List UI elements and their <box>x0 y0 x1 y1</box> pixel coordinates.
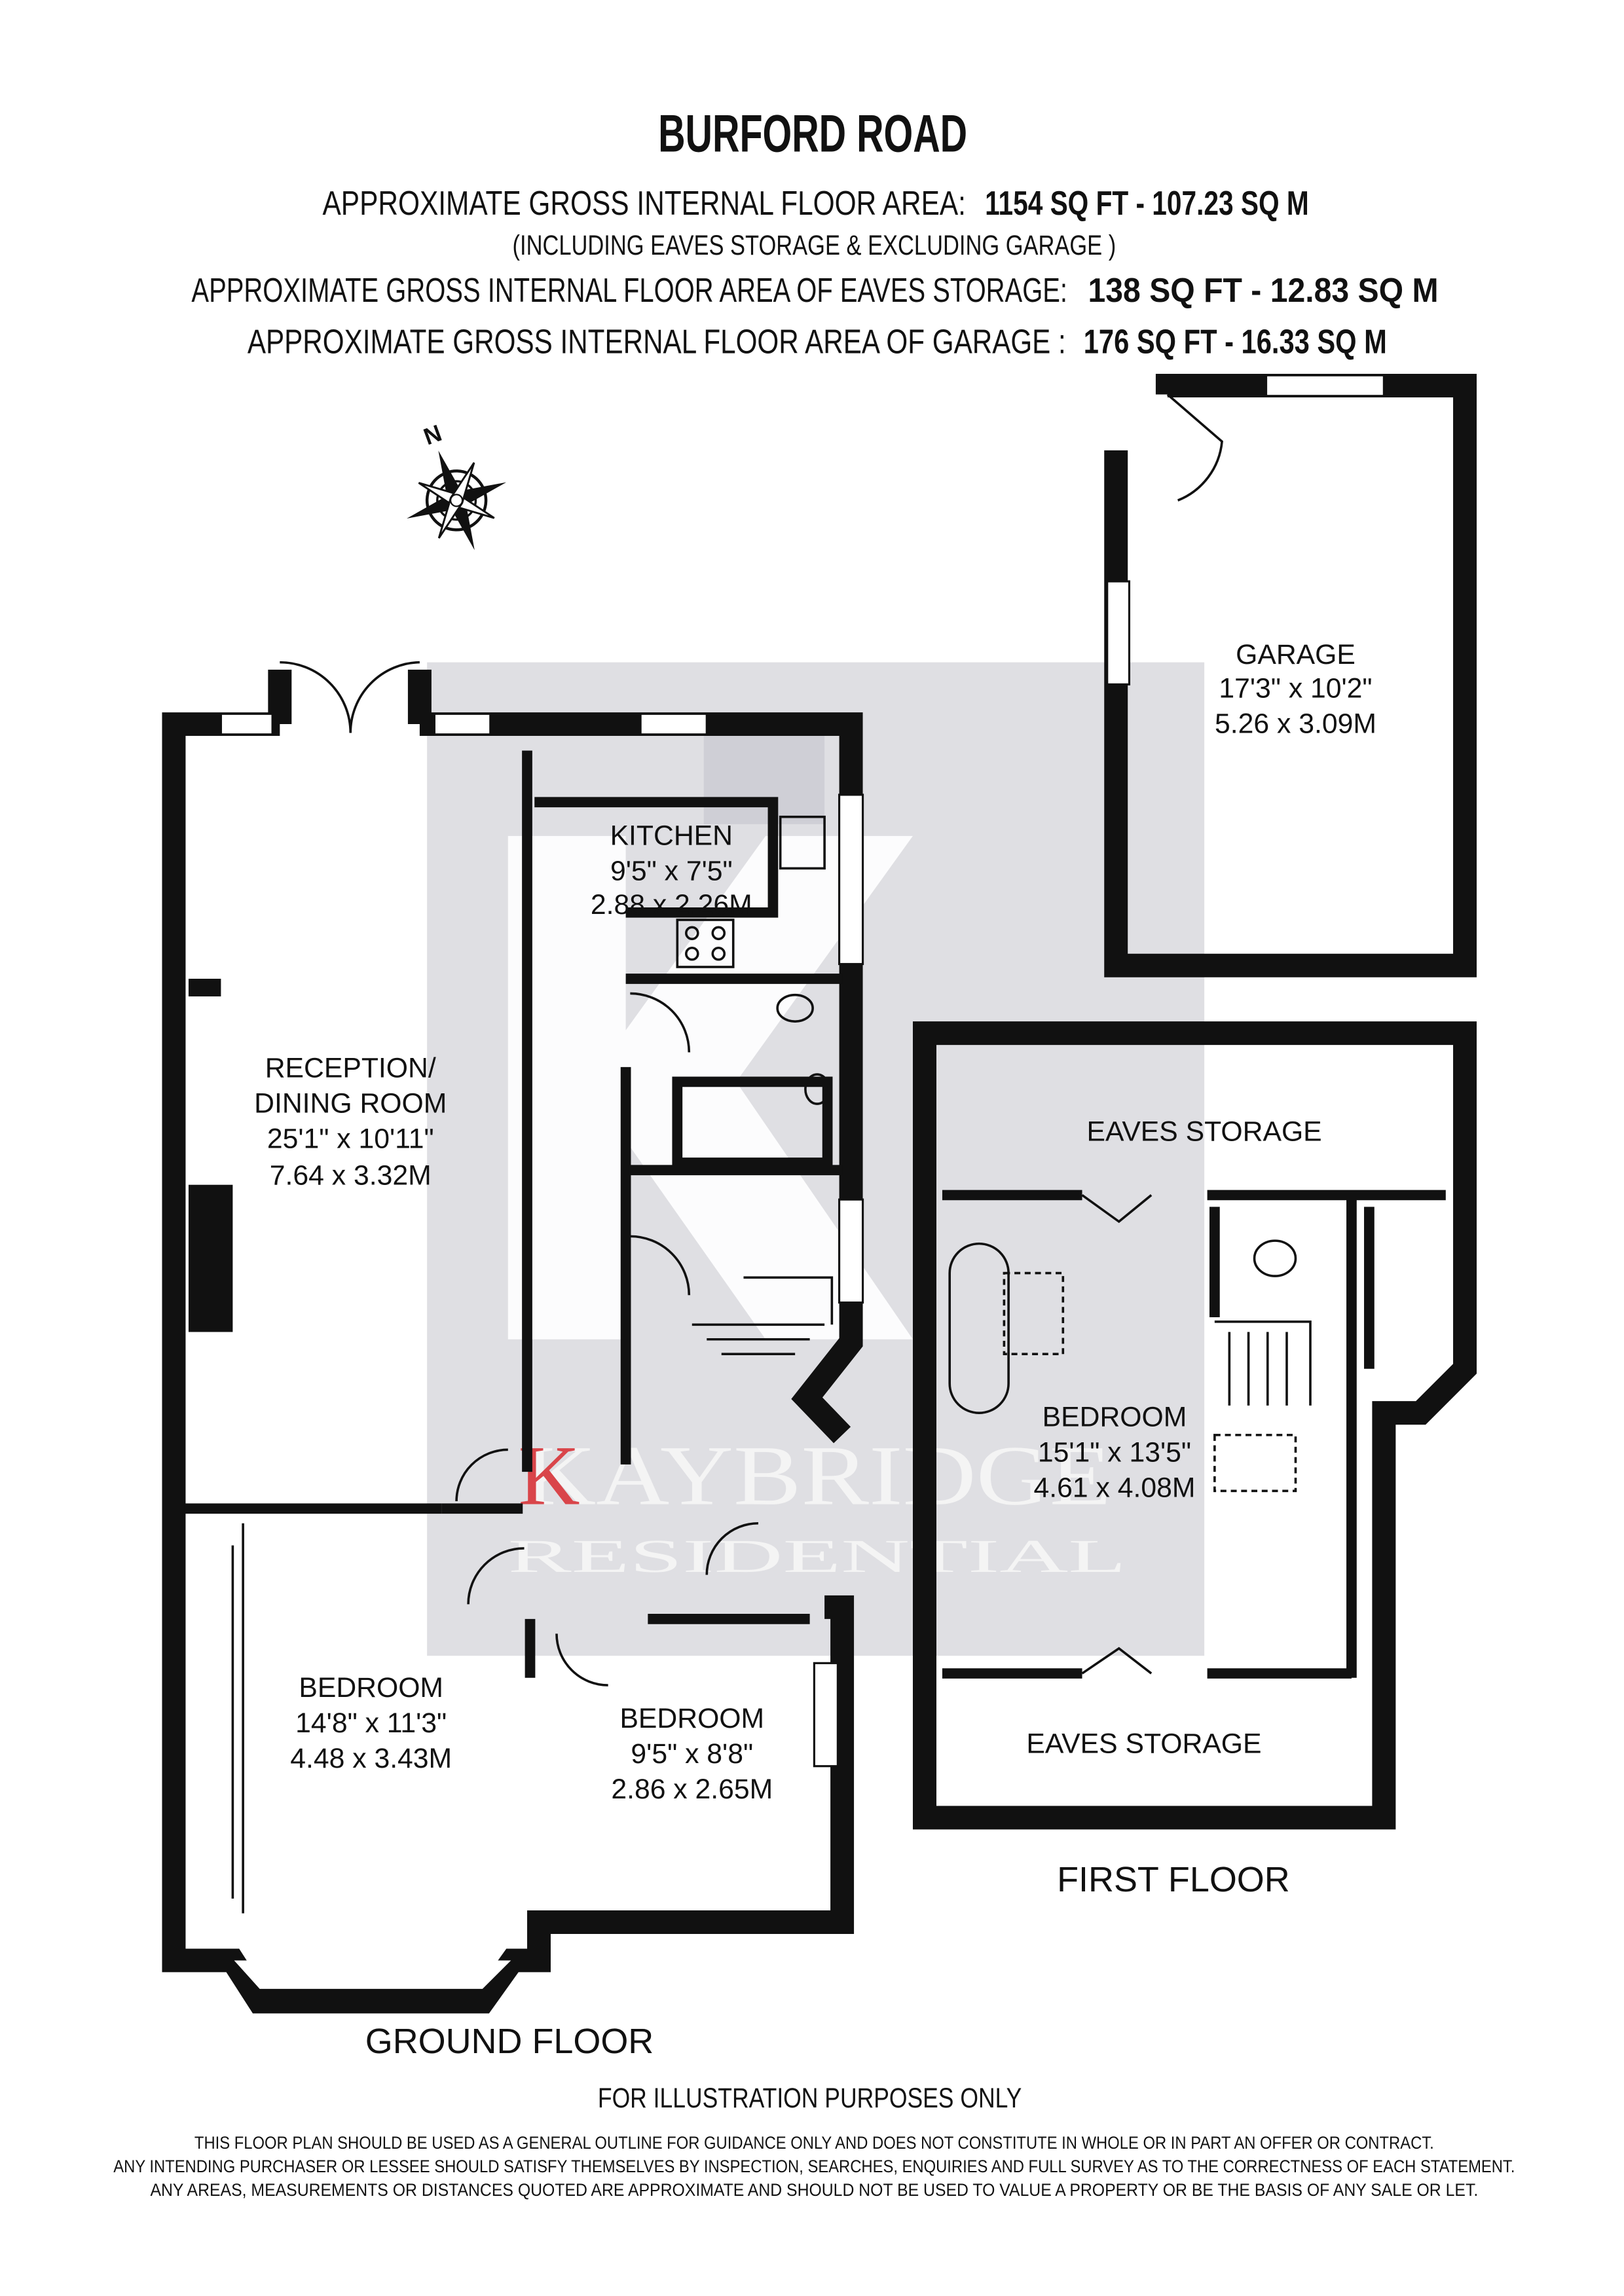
room-eaves-storage-top: EAVES STORAGE <box>1087 1116 1322 1147</box>
room-metric: 4.61 x 4.08M <box>1034 1472 1196 1503</box>
room-imperial: 15'1" x 13'5" <box>1038 1436 1191 1468</box>
disclaimer-line-2: ANY INTENDING PURCHASER OR LESSEE SHOULD… <box>113 2157 1515 2176</box>
compass-rose-icon: N <box>407 419 507 551</box>
room-name: BEDROOM <box>619 1703 764 1734</box>
room-bedroom-2: BEDROOM 9'5" x 8'8" 2.86 x 2.65M <box>611 1703 773 1805</box>
room-bedroom-first-floor: BEDROOM 15'1" x 13'5" 4.61 x 4.08M <box>1034 1401 1196 1503</box>
illustration-note: FOR ILLUSTRATION PURPOSES ONLY <box>598 2083 1022 2114</box>
room-kitchen: KITCHEN 9'5" x 7'5" 2.88 x 2.26M <box>591 820 752 920</box>
area-note: (INCLUDING EAVES STORAGE & EXCLUDING GAR… <box>513 230 1116 261</box>
footer: FOR ILLUSTRATION PURPOSES ONLY THIS FLOO… <box>113 2083 1515 2200</box>
room-name: BEDROOM <box>1043 1401 1187 1432</box>
room-metric: 2.86 x 2.65M <box>611 1774 773 1805</box>
room-name: BEDROOM <box>299 1672 443 1704</box>
room-garage: GARAGE 17'3" x 10'2" 5.26 x 3.09M <box>1215 639 1376 740</box>
room-imperial: 14'8" x 11'3" <box>295 1707 447 1739</box>
garage-plan <box>1104 374 1477 977</box>
room-name-2: DINING ROOM <box>254 1088 447 1120</box>
room-bedroom-1: BEDROOM 14'8" x 11'3" 4.48 x 3.43M <box>290 1672 452 1774</box>
area-value: 1154 SQ FT - 107.23 SQ M <box>985 184 1309 222</box>
room-name: RECEPTION/ <box>265 1053 436 1084</box>
garage-area-value: 176 SQ FT - 16.33 SQ M <box>1084 323 1387 361</box>
eaves-area-label: APPROXIMATE GROSS INTERNAL FLOOR AREA OF… <box>191 271 1067 309</box>
room-metric: 2.88 x 2.26M <box>591 889 752 920</box>
disclaimer-line-3: ANY AREAS, MEASUREMENTS OR DISTANCES QUO… <box>150 2180 1478 2200</box>
room-reception: RECEPTION/ DINING ROOM 25'1" x 10'11" 7.… <box>254 1053 447 1192</box>
room-metric: 4.48 x 3.43M <box>290 1743 452 1774</box>
room-metric: 5.26 x 3.09M <box>1215 708 1376 740</box>
room-imperial: 9'5" x 7'5" <box>610 855 733 886</box>
disclaimer-line-1: THIS FLOOR PLAN SHOULD BE USED AS A GENE… <box>194 2133 1434 2153</box>
room-name: GARAGE <box>1236 639 1356 670</box>
ground-floor-plan <box>162 661 864 2014</box>
room-name: KITCHEN <box>610 820 733 851</box>
ground-floor-label: GROUND FLOOR <box>365 2022 654 2061</box>
header: BURFORD ROAD APPROXIMATE GROSS INTERNAL … <box>191 105 1438 361</box>
room-labels: KITCHEN 9'5" x 7'5" 2.88 x 2.26M RECEPTI… <box>254 639 1376 2061</box>
room-imperial: 17'3" x 10'2" <box>1219 673 1372 704</box>
watermark-sub: RESIDENTIAL <box>508 1530 1126 1582</box>
room-imperial: 9'5" x 8'8" <box>631 1738 753 1770</box>
north-label: N <box>420 419 445 450</box>
garage-area-label: APPROXIMATE GROSS INTERNAL FLOOR AREA OF… <box>248 323 1066 361</box>
room-imperial: 25'1" x 10'11" <box>267 1123 434 1155</box>
plan-title: BURFORD ROAD <box>658 105 967 164</box>
eaves-area-value: 138 SQ FT - 12.83 SQ M <box>1088 271 1439 309</box>
first-floor-plan <box>912 1021 1477 1830</box>
watermark-brand: KAYBRIDGE <box>523 1429 1111 1523</box>
first-floor-label: FIRST FLOOR <box>1057 1860 1290 1899</box>
room-eaves-storage-bottom: EAVES STORAGE <box>1026 1728 1261 1759</box>
area-label: APPROXIMATE GROSS INTERNAL FLOOR AREA: <box>323 184 966 222</box>
room-metric: 7.64 x 3.32M <box>270 1160 432 1192</box>
